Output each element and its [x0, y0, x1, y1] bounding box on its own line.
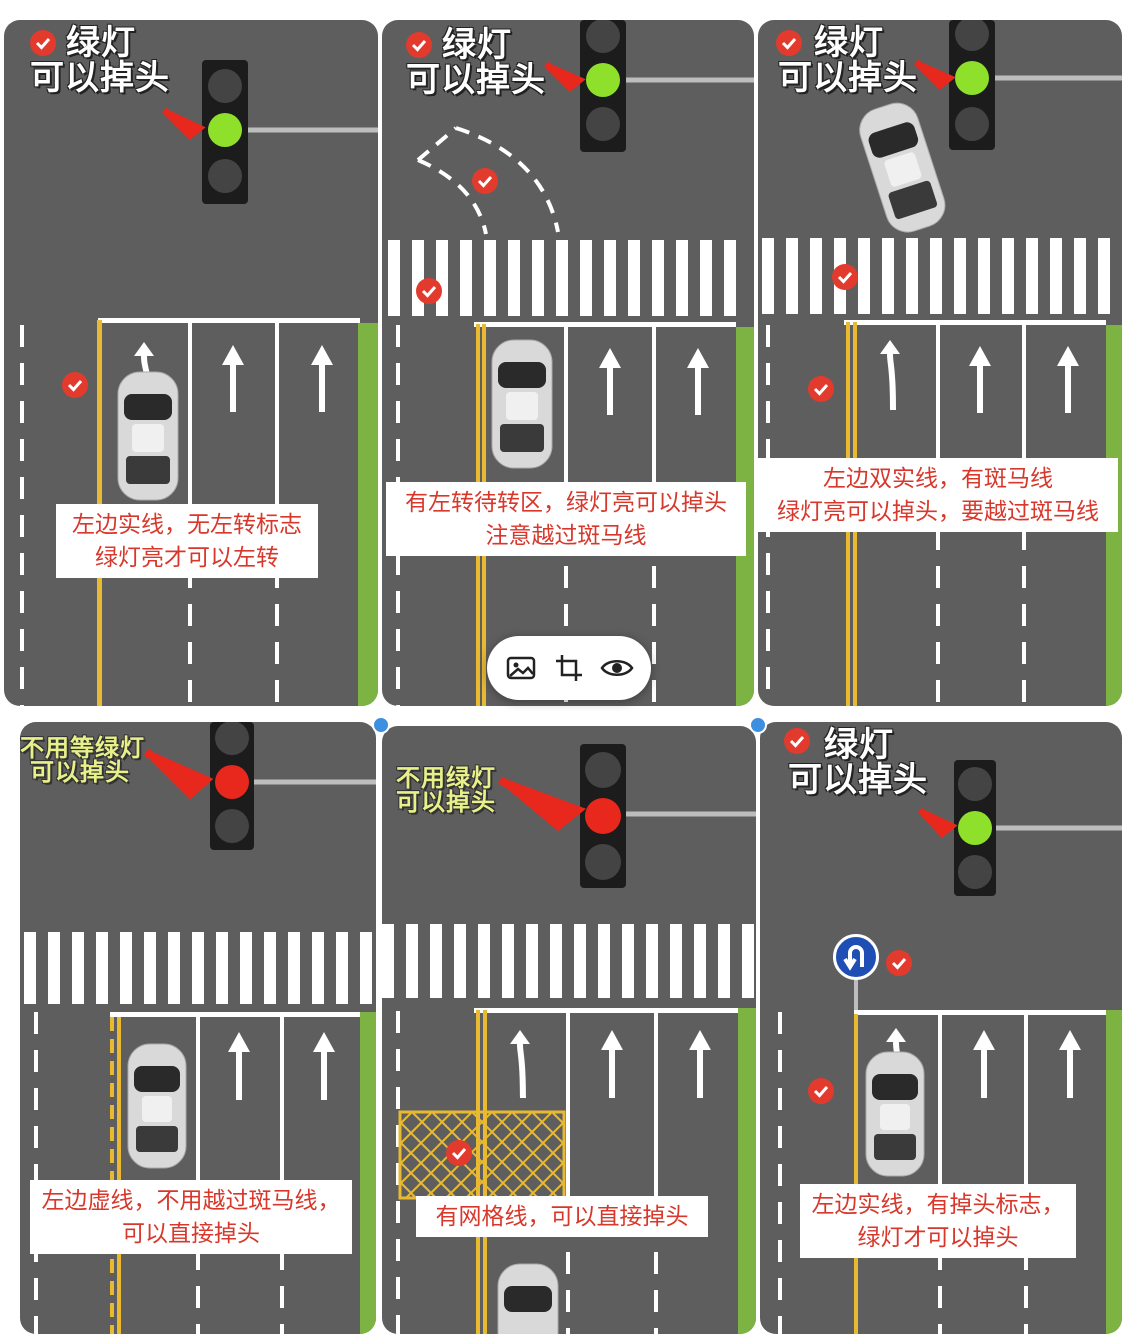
panel-heading: 绿灯 可以掉头 — [788, 728, 928, 797]
crop-icon[interactable] — [551, 650, 587, 686]
car — [497, 1263, 559, 1334]
caption-line: 绿灯才可以掉头 — [857, 1224, 1019, 1250]
caption: 左边实线，有掉头标志， 绿灯才可以掉头 — [800, 1184, 1076, 1258]
road-scene — [382, 20, 754, 706]
check-icon — [416, 278, 442, 304]
heading-line: 绿灯 — [442, 25, 512, 65]
caption-line: 注意越过斑马线 — [485, 522, 647, 548]
caption-line: 左边双实线，有斑马线 — [823, 465, 1053, 491]
check-icon — [406, 32, 432, 58]
panel-3: 绿灯 可以掉头 左边双实线，有斑马线 绿灯亮可以掉头，要越过斑马线 — [758, 20, 1122, 706]
panel-heading: 绿灯 可以掉头 — [30, 26, 170, 95]
heading-line: 可以掉头 — [406, 59, 546, 100]
road-scene — [24, 722, 376, 1334]
image-icon[interactable] — [503, 650, 539, 686]
crosswalk — [382, 924, 754, 998]
caption-line: 绿灯亮才可以左转 — [95, 544, 279, 570]
eye-icon[interactable] — [599, 650, 635, 686]
heading-line: 可以掉头 — [30, 758, 130, 787]
heading-line: 绿灯 — [66, 23, 136, 63]
caption: 左边双实线，有斑马线 绿灯亮可以掉头，要越过斑马线 — [758, 458, 1118, 532]
heading-line: 不用等绿灯 — [20, 734, 145, 762]
heading-line: 绿灯 — [814, 23, 884, 63]
panel-5: 不用绿灯 可以掉头 有网格线，可以直接掉头 — [382, 726, 756, 1334]
u-turn-sign-icon — [833, 934, 879, 980]
caption: 左边虚线，不用越过斑马线， 可以直接掉头 — [30, 1180, 352, 1254]
car — [865, 1051, 925, 1177]
heading-line: 绿灯 — [824, 725, 894, 765]
check-icon — [30, 30, 56, 56]
crosswalk — [382, 240, 754, 320]
caption-line: 左边实线，无左转标志 — [72, 511, 302, 537]
check-icon — [472, 168, 498, 194]
road-scene — [778, 760, 1122, 1334]
crosswalk — [762, 238, 1110, 314]
crosswalk — [24, 932, 372, 1004]
image-toolbar — [487, 636, 651, 700]
car — [117, 371, 179, 501]
panel-2: 绿灯 可以掉头 有左转待转区，绿灯亮可以掉头 注意越过斑马线 — [382, 20, 754, 706]
panel-heading: 绿灯 可以掉头 — [778, 26, 918, 95]
panel-heading: 不用绿灯 可以掉头 — [396, 766, 496, 815]
selection-handle[interactable] — [749, 716, 767, 734]
caption: 左边实线，无左转标志 绿灯亮才可以左转 — [56, 504, 318, 578]
caption-line: 左边实线，有掉头标志， — [811, 1191, 1065, 1217]
caption-line: 有左转待转区，绿灯亮可以掉头 — [405, 489, 727, 515]
grid-box — [398, 1110, 566, 1200]
panel-6: 绿灯 可以掉头 左边实线，有掉头标志， 绿灯才可以掉头 — [760, 722, 1122, 1334]
car — [127, 1043, 187, 1169]
heading-line: 可以掉头 — [788, 759, 928, 800]
heading-line: 不用绿灯 — [396, 764, 496, 792]
caption-line: 可以直接掉头 — [122, 1220, 260, 1246]
caption: 有网格线，可以直接掉头 — [416, 1196, 708, 1237]
caption-line: 绿灯亮可以掉头，要越过斑马线 — [777, 498, 1099, 524]
heading-line: 可以掉头 — [396, 788, 496, 817]
check-icon — [62, 372, 88, 398]
heading-line: 可以掉头 — [30, 57, 170, 98]
check-icon — [886, 950, 912, 976]
road-scene — [382, 744, 756, 1334]
panel-1: 绿灯 可以掉头 左边实线，无左转标志 绿灯亮才可以左转 — [4, 20, 378, 706]
panel-heading: 不用等绿灯 可以掉头 — [20, 736, 145, 785]
check-icon — [808, 376, 834, 402]
check-icon — [784, 728, 810, 754]
check-icon — [808, 1078, 834, 1104]
panel-4: 不用等绿灯 可以掉头 左边虚线，不用越过斑马线， 可以直接掉头 — [20, 722, 376, 1334]
caption-line: 有网格线，可以直接掉头 — [435, 1203, 689, 1229]
selection-handle[interactable] — [372, 716, 390, 734]
caption-line: 左边虚线，不用越过斑马线， — [41, 1187, 341, 1213]
check-icon — [446, 1140, 472, 1166]
road-scene — [762, 20, 1122, 706]
car — [859, 102, 946, 233]
car — [491, 339, 553, 469]
panel-heading: 绿灯 可以掉头 — [406, 28, 546, 97]
check-icon — [776, 30, 802, 56]
check-icon — [832, 264, 858, 290]
road-scene — [20, 60, 378, 706]
heading-line: 可以掉头 — [778, 57, 918, 98]
caption: 有左转待转区，绿灯亮可以掉头 注意越过斑马线 — [386, 482, 746, 556]
